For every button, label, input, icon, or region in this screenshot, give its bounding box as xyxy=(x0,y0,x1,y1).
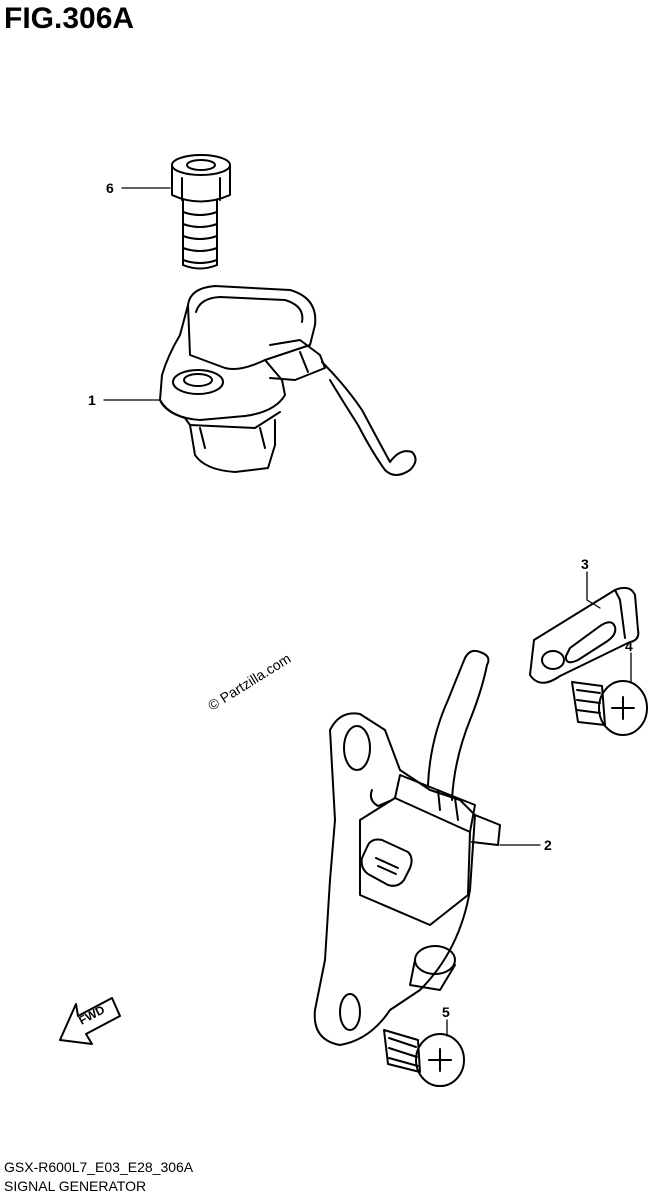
footer-code: GSX-R600L7_E03_E28_306A xyxy=(4,1159,194,1175)
leader-lines xyxy=(103,187,632,1037)
part-5-screw xyxy=(383,1029,465,1087)
callout-4: 4 xyxy=(625,638,633,654)
part-4-screw xyxy=(571,680,648,736)
callout-2: 2 xyxy=(544,837,552,853)
part-1-sensor xyxy=(159,285,417,476)
figure-title: FIG.306A xyxy=(4,2,135,35)
callout-6: 6 xyxy=(106,180,114,196)
footer-name: SIGNAL GENERATOR xyxy=(4,1178,147,1194)
callout-1: 1 xyxy=(88,392,96,408)
fwd-arrow xyxy=(59,997,121,1045)
callout-3: 3 xyxy=(581,556,589,572)
callout-5: 5 xyxy=(442,1004,450,1020)
part-2-generator xyxy=(313,649,501,1046)
part-3-plate xyxy=(529,586,640,684)
part-6-bolt xyxy=(171,154,231,270)
